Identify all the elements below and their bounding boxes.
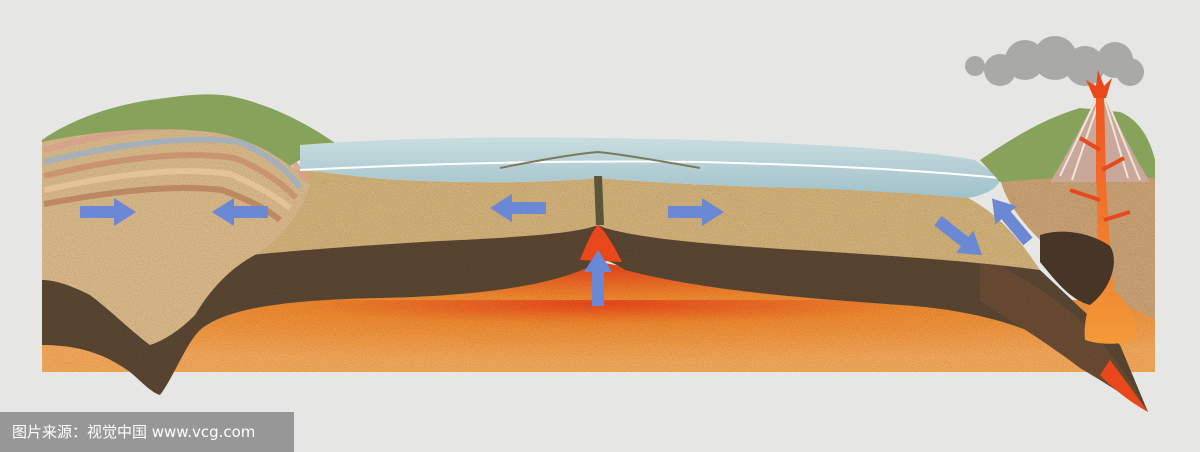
ocean	[300, 137, 1000, 198]
continental-crust-left	[42, 129, 310, 345]
arrow-subducting-plate	[934, 216, 983, 256]
arrow-ridge-left	[490, 194, 546, 222]
volcano-strata	[1059, 95, 1141, 181]
ridge-magma	[580, 225, 622, 262]
magma-branches	[1069, 136, 1131, 222]
arrow-rising-magma	[584, 250, 612, 306]
magma-chamber-shadow	[1040, 231, 1114, 305]
arrow-ridge-right	[668, 198, 724, 226]
lithosphere-layer	[42, 225, 1148, 412]
motion-arrows	[80, 194, 1033, 306]
ridge-crest	[499, 150, 701, 169]
left-hills	[42, 94, 345, 166]
sea-surface-line	[299, 160, 1001, 179]
arrow-continent-left	[212, 198, 268, 226]
arrow-overriding-plate	[992, 198, 1033, 246]
lava-fountain	[1086, 70, 1112, 98]
slab-melt-tip	[1100, 360, 1148, 412]
eruption-plume	[965, 36, 1144, 86]
ridge-rift	[594, 176, 604, 225]
watermark: 图片来源：视觉中国 www.vcg.com	[0, 412, 294, 452]
arrow-continent-right	[80, 198, 136, 226]
